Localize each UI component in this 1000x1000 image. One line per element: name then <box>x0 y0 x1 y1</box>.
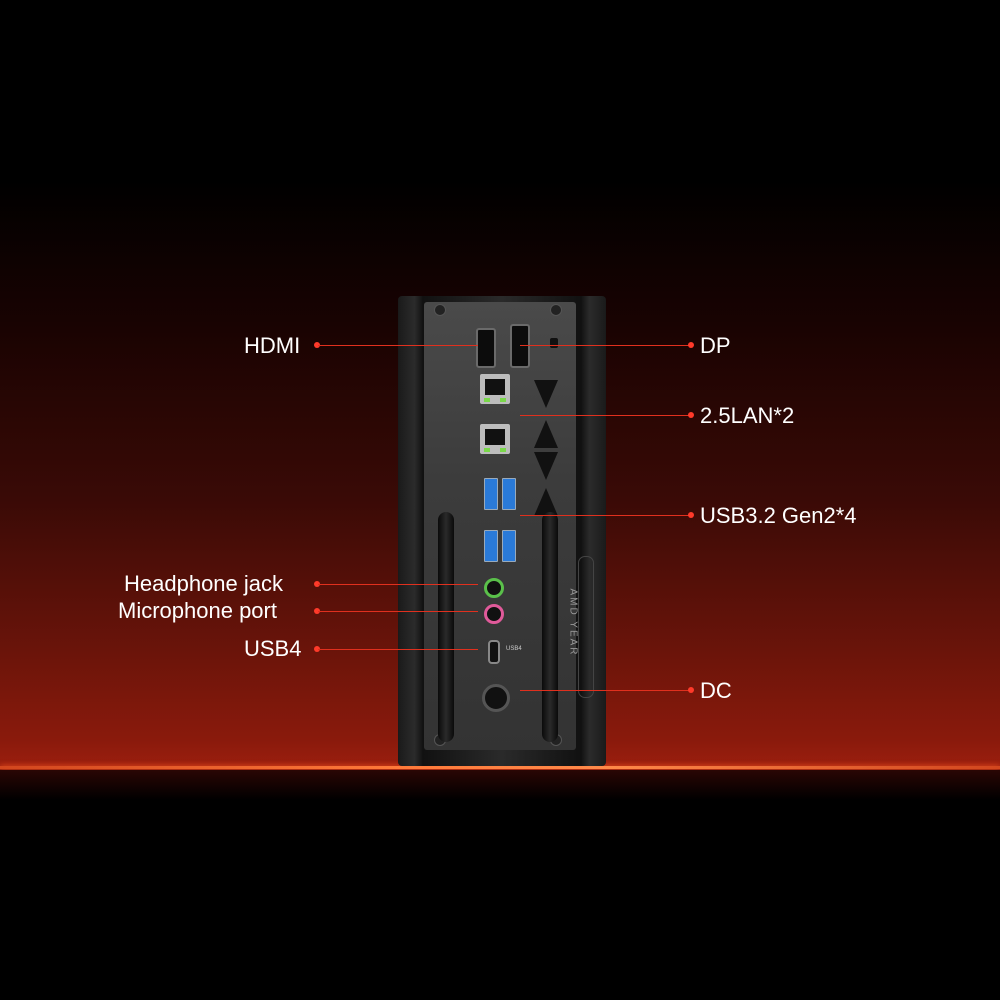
floor-shadow <box>0 770 1000 800</box>
callout-line <box>318 649 478 650</box>
mini-pc-rear: USB4 AMD YEAR <box>398 296 606 766</box>
screw <box>550 304 562 316</box>
callout-headphone: Headphone jack <box>124 571 284 596</box>
vent <box>534 420 558 448</box>
vent <box>534 488 558 516</box>
usb4-port-label: USB4 <box>506 646 522 652</box>
callout-dot <box>688 412 694 418</box>
callout-dot <box>314 608 320 614</box>
kensington-lock <box>550 338 558 348</box>
usb32-port <box>502 478 516 510</box>
callout-line <box>520 345 692 346</box>
callout-microphone: Microphone port <box>118 598 277 623</box>
callout-line <box>318 584 478 585</box>
callout-line <box>520 690 692 691</box>
callout-line <box>520 415 692 416</box>
screw <box>434 304 446 316</box>
side-badge: AMD YEAR <box>568 556 594 698</box>
callout-hdmi: HDMI <box>244 333 301 358</box>
callout-line <box>318 345 478 346</box>
usb4-port <box>488 640 500 664</box>
callout-dot <box>688 512 694 518</box>
usb32-port <box>484 478 498 510</box>
lan-port-2 <box>480 424 510 454</box>
callout-dot <box>314 581 320 587</box>
antenna-right <box>542 512 558 742</box>
lan-port-1 <box>480 374 510 404</box>
callout-dot <box>314 342 320 348</box>
callout-usb4: USB4 <box>244 636 302 661</box>
callout-lan: 2.5LAN*2 <box>700 403 795 428</box>
side-badge-text: AMD YEAR <box>567 588 579 657</box>
dc-power-port <box>482 684 510 712</box>
callout-dot <box>314 646 320 652</box>
microphone-port <box>484 604 504 624</box>
headphone-jack <box>484 578 504 598</box>
callout-line <box>520 515 692 516</box>
usb32-port <box>484 530 498 562</box>
vent <box>534 380 558 408</box>
floor-glow-line <box>0 766 1000 769</box>
usb32-port <box>502 530 516 562</box>
dp-port <box>510 324 530 368</box>
callout-dc: DC <box>700 678 732 703</box>
hdmi-port <box>476 328 496 368</box>
callout-dot <box>688 687 694 693</box>
callout-dot <box>688 342 694 348</box>
callout-line <box>318 611 478 612</box>
antenna-left <box>438 512 454 742</box>
callout-usb32: USB3.2 Gen2*4 <box>700 503 857 528</box>
vent <box>534 452 558 480</box>
callout-dp: DP <box>700 333 731 358</box>
